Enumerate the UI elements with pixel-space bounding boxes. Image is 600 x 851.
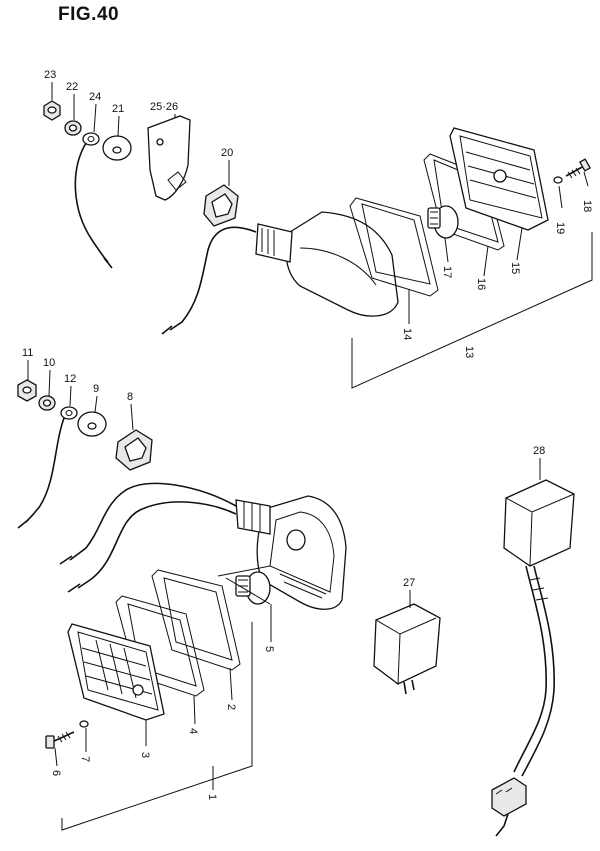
bulb-part-17: [427, 205, 459, 239]
housing-body-part-1: [59, 482, 347, 610]
screw-part-18: [565, 158, 591, 179]
washer-part-7: [79, 720, 89, 728]
washer-part-9: [77, 411, 107, 437]
callout-27: 27: [403, 577, 415, 589]
lock-washer-part-22: [64, 120, 82, 136]
washer-part-19: [553, 176, 563, 184]
callout-20: 20: [221, 147, 233, 159]
figure-title: FIG.40: [58, 4, 120, 25]
callout-8: 8: [127, 391, 133, 403]
callout-6: 6: [50, 770, 62, 776]
grommet-part-20: [203, 184, 239, 227]
nut-part-23: [43, 100, 61, 121]
callout-2: 2: [225, 704, 237, 710]
callout-14: 14: [401, 328, 413, 340]
callout-16: 16: [475, 278, 487, 290]
callout-4: 4: [187, 728, 199, 734]
callout-28: 28: [533, 445, 545, 457]
callout-15: 15: [509, 262, 521, 274]
washer-part-21: [102, 135, 132, 161]
callout-25-26: 25·26: [150, 101, 178, 113]
callout-9: 9: [93, 383, 99, 395]
lower-turn-signal-assembly: [17, 360, 347, 831]
ground-wire-part-24: [74, 132, 113, 269]
callout-7: 7: [79, 756, 91, 762]
lens-housing-part-14: [161, 211, 399, 335]
callout-24: 24: [89, 91, 101, 103]
callout-11: 11: [22, 347, 33, 359]
callout-3: 3: [139, 752, 151, 758]
grommet-part-8: [115, 429, 153, 471]
callout-13: 13: [463, 346, 475, 358]
callout-1: 1: [206, 794, 218, 800]
callout-labels: 23 22 24 21 25·26 20 18 19 15 16 17 14 1…: [22, 69, 593, 800]
callout-22: 22: [66, 81, 78, 93]
callout-19: 19: [554, 222, 566, 234]
lens-part-15: [449, 127, 549, 231]
callout-5: 5: [263, 646, 275, 652]
callout-17: 17: [441, 266, 453, 278]
callout-12: 12: [64, 373, 76, 385]
relay-part-27: [373, 590, 441, 695]
bulb-part-5: [217, 565, 271, 605]
ground-wire-part-12: [17, 406, 78, 529]
upper-turn-signal-assembly: [43, 82, 593, 389]
bracket-part-25-26: [147, 115, 191, 201]
seal-part-upper: [349, 197, 439, 297]
callout-23: 23: [44, 69, 56, 81]
nut-part-11: [17, 379, 37, 402]
lens-part-3: [67, 623, 165, 721]
callout-21: 21: [112, 103, 124, 115]
gasket-part-2: [151, 569, 241, 671]
lock-washer-part-10: [38, 395, 56, 411]
callout-10: 10: [43, 357, 55, 369]
control-unit-part-28: [491, 458, 575, 837]
screw-part-6: [45, 731, 75, 749]
callout-18: 18: [581, 200, 593, 212]
